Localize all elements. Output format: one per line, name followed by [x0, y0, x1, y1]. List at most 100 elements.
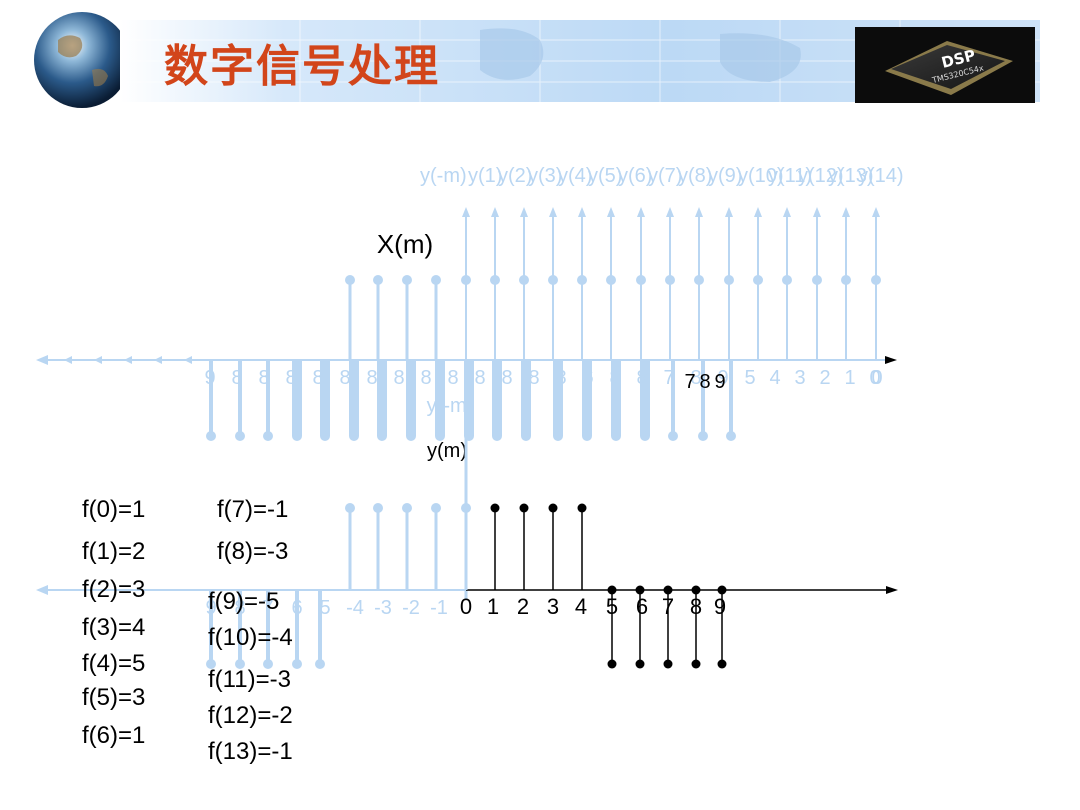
top-stem-dot [345, 275, 355, 285]
top-stem-down-dot [698, 431, 708, 441]
top-arrow-head [637, 207, 645, 217]
top-dense-tick: 8 [690, 367, 701, 389]
bottom-neg-tick: -2 [402, 597, 420, 619]
top-stem-down-dot [582, 431, 592, 441]
top-axis-mark [184, 356, 192, 364]
top-arrow-dot [694, 275, 704, 285]
top-series-label: y(7) [648, 165, 682, 187]
bottom-faded-down-dot [292, 659, 302, 669]
top-arrow-head [783, 207, 791, 217]
top-dense-tick: 8 [609, 367, 620, 389]
top-arrow-dot [753, 275, 763, 285]
top-arrow-head [607, 207, 615, 217]
top-dense-tick: 9 [204, 367, 215, 389]
bottom-faded-down-dot [315, 659, 325, 669]
top-dense-tick: 8 [555, 367, 566, 389]
bottom-stem-down-top [717, 585, 727, 595]
top-stem-down-dot [640, 431, 650, 441]
bottom-stem-down-top [635, 585, 645, 595]
bottom-neg-tick: 5 [319, 597, 330, 619]
bottom-faded-down-dot [206, 659, 216, 669]
f-value-left: f(0)=1 [82, 496, 146, 523]
f-value-right: f(9)=-5 [208, 588, 280, 615]
top-axis-mark [64, 356, 72, 364]
top-stem-down-dot [377, 431, 387, 441]
bottom-tick: 3 [547, 594, 559, 619]
top-series-label: y(1) [468, 165, 502, 187]
top-arrow-head [491, 207, 499, 217]
top-dense-tick: 8 [474, 367, 485, 389]
top-axis-mark [94, 356, 102, 364]
top-arrow-dot [812, 275, 822, 285]
top-stem-down-dot [235, 431, 245, 441]
top-arrow-head [666, 207, 674, 217]
bottom-tick: 5 [606, 594, 618, 619]
top-right-tick: 5 [744, 367, 755, 389]
f-value-left: f(5)=3 [82, 684, 146, 711]
top-arrow-head [813, 207, 821, 217]
top-dense-tick: 8 [420, 367, 431, 389]
f-value-right: f(12)=-2 [208, 702, 293, 729]
top-series-label: y(4) [558, 165, 592, 187]
top-series-label: y(8) [678, 165, 712, 187]
top-stem-down-dot [406, 431, 416, 441]
top-arrow-dot [782, 275, 792, 285]
top-arrow-dot [606, 275, 616, 285]
f-value-left: f(4)=5 [82, 650, 146, 677]
bottom-stem-up-dot [519, 503, 529, 513]
top-arrow-dot [724, 275, 734, 285]
top-dense-tick: 8 [393, 367, 404, 389]
top-arrow-head [462, 207, 470, 217]
bottom-faded-up-dot [431, 503, 441, 513]
top-dense-tick: 8 [285, 367, 296, 389]
top-series-label: y(6) [618, 165, 652, 187]
bottom-neg-tick: 8 [234, 597, 245, 619]
bottom-stem-down-top [691, 585, 701, 595]
top-arrow-dot [871, 275, 881, 285]
top-arrow-head [578, 207, 586, 217]
dsp-chip-icon: DSP TMS320C54x [885, 41, 1013, 95]
top-dense-tick: 8 [366, 367, 377, 389]
f-value-right: f(10)=-4 [208, 624, 293, 651]
top-right-tick: 2 [819, 367, 830, 389]
top-stem-down-dot [726, 431, 736, 441]
top-arrow-head [842, 207, 850, 217]
f-value-right: f(13)=-1 [208, 738, 293, 765]
reflect-label: y(-m) [427, 395, 474, 417]
bottom-stem-down-dot [635, 659, 645, 669]
top-series-label: y(12) [798, 165, 844, 187]
bottom-neg-tick: -3 [374, 597, 392, 619]
top-arrow-head [695, 207, 703, 217]
top-series-label: y(9) [708, 165, 742, 187]
top-dense-tick: 8 [339, 367, 350, 389]
bottom-tick: 9 [714, 594, 726, 619]
top-dense-tick: 8 [258, 367, 269, 389]
top-dense-tick: 8 [447, 367, 458, 389]
top-axis-title: X(m) [377, 229, 433, 259]
top-stem-down-dot [206, 431, 216, 441]
bottom-stem-up-dot [490, 503, 500, 513]
top-stem-dot [431, 275, 441, 285]
f-value-right: f(7)=-1 [217, 496, 289, 523]
top-axis-left-arrow [36, 355, 48, 365]
top-tick-8: 8 [699, 371, 710, 393]
page-title: 数字信号处理 [164, 41, 440, 92]
bottom-faded-up-dot [373, 503, 383, 513]
top-stem-down-dot [320, 431, 330, 441]
top-axis-right-arrow [885, 356, 897, 364]
top-right-tick: 0 [869, 367, 880, 389]
top-tick-9: 9 [714, 371, 725, 393]
bottom-faded-up-dot [345, 503, 355, 513]
f-value-right: f(8)=-3 [217, 538, 289, 565]
top-right-tick: 3 [794, 367, 805, 389]
bottom-tick: 7 [662, 594, 674, 619]
mid-label: y(m) [427, 440, 467, 462]
top-arrow-head [872, 207, 880, 217]
top-dense-tick: 6 [582, 367, 593, 389]
top-stem-down-dot [349, 431, 359, 441]
dsp-chip-image: DSP TMS320C54x [855, 27, 1035, 103]
top-series-label: y(10) [738, 165, 784, 187]
bottom-neg-tick: -1 [430, 597, 448, 619]
bottom-tick: 2 [517, 594, 529, 619]
